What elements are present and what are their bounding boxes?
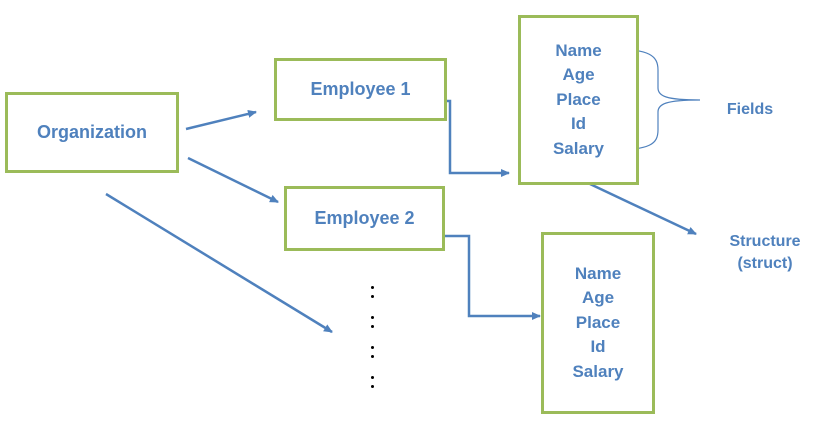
organization-label: Organization bbox=[36, 122, 147, 142]
struct-2-field-name: Name bbox=[574, 263, 622, 283]
struct-1-field-salary: Salary bbox=[552, 138, 605, 158]
struct-1-field-list: Name Age Place Id Salary bbox=[521, 18, 636, 182]
employee-1-label: Employee 1 bbox=[310, 79, 411, 99]
struct-2-field-salary: Salary bbox=[572, 361, 624, 381]
arrow-org-to-more-employees bbox=[105, 192, 333, 334]
fields-brace bbox=[611, 48, 701, 151]
organization-box: Organization bbox=[5, 92, 179, 173]
structure-label-line-1: Structure bbox=[729, 233, 801, 250]
struct-1-box: Name Age Place Id Salary bbox=[518, 15, 639, 185]
arrow-struct-to-structure-label bbox=[589, 182, 697, 236]
fields-label: Fields bbox=[726, 101, 774, 118]
struct-2-field-age: Age bbox=[581, 288, 615, 308]
struct-2-field-list: Name Age Place Id Salary bbox=[544, 235, 652, 411]
structure-label-line-2: (struct) bbox=[737, 255, 793, 272]
struct-1-field-age: Age bbox=[562, 65, 595, 85]
struct-1-field-id: Id bbox=[570, 114, 587, 134]
employee-1-box: Employee 1 bbox=[274, 58, 447, 121]
employee-2-box: Employee 2 bbox=[284, 186, 445, 251]
struct-2-field-id: Id bbox=[590, 337, 606, 357]
more-employees-ellipsis bbox=[364, 280, 384, 390]
struct-1-field-place: Place bbox=[556, 89, 601, 109]
struct-1-field-name: Name bbox=[555, 40, 602, 60]
struct-2-box: Name Age Place Id Salary bbox=[541, 232, 655, 414]
arrow-org-to-employee-1 bbox=[185, 110, 257, 131]
employee-2-label: Employee 2 bbox=[314, 208, 415, 228]
structure-label: Structure (struct) bbox=[718, 231, 812, 275]
arrow-org-to-employee-2 bbox=[187, 156, 279, 204]
struct-2-field-place: Place bbox=[575, 312, 621, 332]
